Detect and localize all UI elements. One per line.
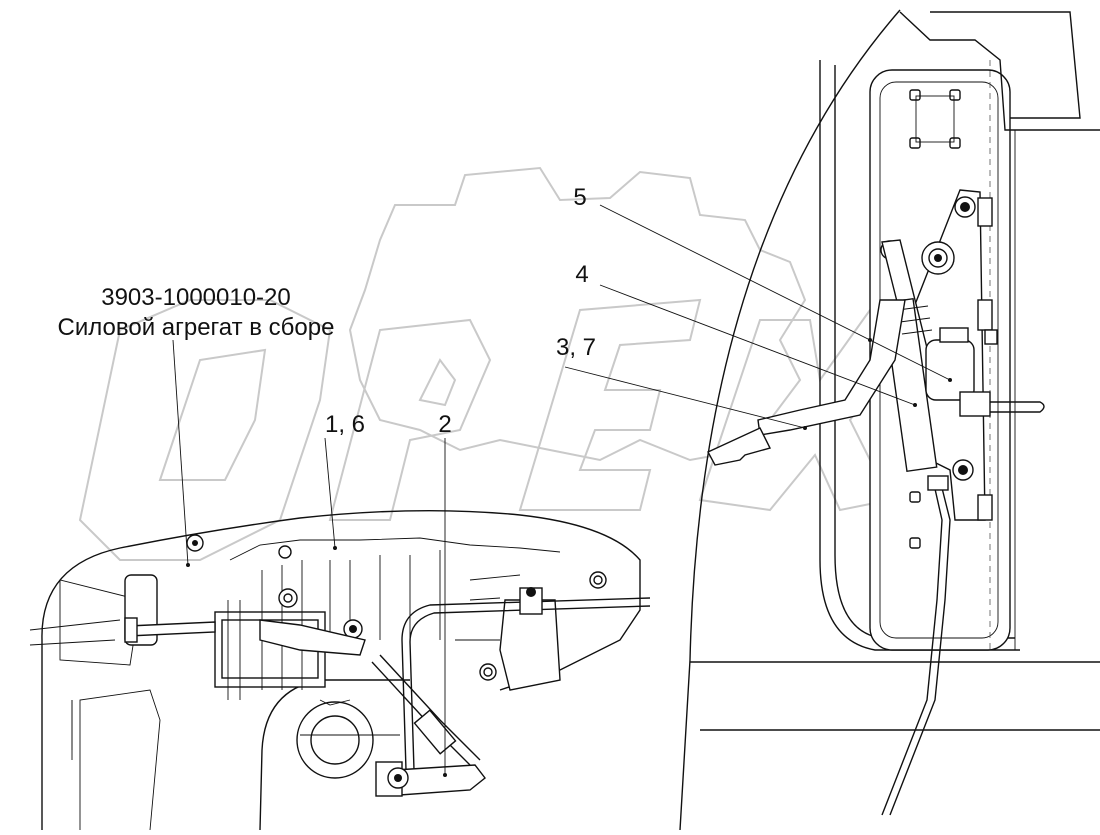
leader-lines xyxy=(172,204,952,777)
callout-5-label: 5 xyxy=(573,184,586,211)
callout-3-7-label: 3, 7 xyxy=(556,334,596,361)
callout-2-label: 2 xyxy=(438,411,451,438)
leader-4 xyxy=(599,284,916,406)
cab-panel xyxy=(679,9,1100,831)
labels: 3903-1000010-20 Силовой агрегат в сборе … xyxy=(58,184,597,438)
callout-4-label: 4 xyxy=(575,261,588,288)
mount-holes xyxy=(909,89,961,549)
assembly-description: Силовой агрегат в сборе xyxy=(58,314,335,341)
watermark-gear-icon xyxy=(348,166,807,462)
watermark xyxy=(78,166,922,561)
assembly-part-number: 3903-1000010-20 xyxy=(101,284,291,311)
power-unit xyxy=(29,509,651,831)
leader-3-7 xyxy=(564,366,806,429)
pedal-assembly xyxy=(707,189,1045,816)
leader-5 xyxy=(599,204,951,381)
callout-1-6-label: 1, 6 xyxy=(325,411,365,438)
leader-assembly xyxy=(172,339,189,566)
leader-1-6 xyxy=(324,437,336,549)
